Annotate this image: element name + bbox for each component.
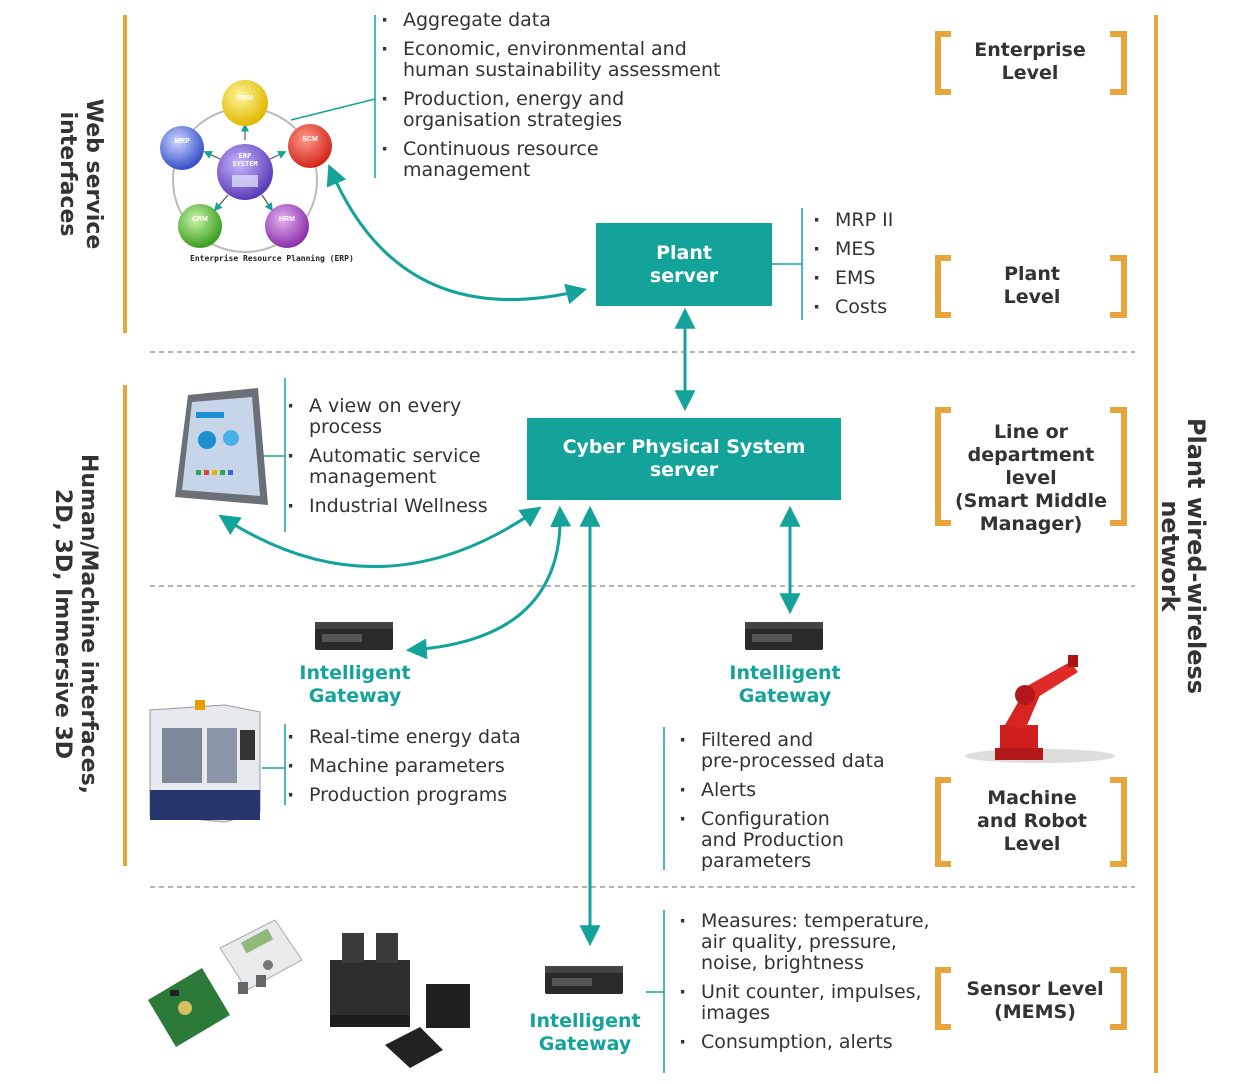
list-item: Unit counter, impulses, images xyxy=(675,982,945,1024)
sensor-bullets-bracket xyxy=(646,910,665,1073)
list-item: Filtered and pre-processed data xyxy=(675,730,915,772)
list-item: MRP II xyxy=(809,210,929,232)
hmi-label: Human/Machine interfaces, 2D, 3D, Immers… xyxy=(50,453,101,795)
line-level-label: Line or department level (Smart Middle M… xyxy=(954,421,1108,535)
plant-server-box: Plant server xyxy=(596,223,772,306)
machine-right-bullets: Filtered and pre-processed data Alerts C… xyxy=(675,730,915,880)
list-item: Aggregate data xyxy=(377,10,757,32)
enterprise-bullets: Aggregate data Economic, environmental a… xyxy=(377,10,757,189)
list-item: Measures: temperature, air quality, pres… xyxy=(675,911,945,974)
machine-bracket xyxy=(935,777,1127,867)
list-item: Configuration and Production parameters xyxy=(675,809,915,872)
gateway-label-left: Intelligent Gateway xyxy=(299,662,411,707)
cps-gateway-left-arrow xyxy=(405,505,572,660)
line-bullets-bracket xyxy=(262,378,286,532)
plant-level-label: Plant Level xyxy=(1003,263,1061,308)
list-item: EMS xyxy=(809,268,929,290)
gateway-device-right xyxy=(745,622,823,650)
machine-level-label: Machine and Robot Level xyxy=(977,787,1087,855)
list-item: Production programs xyxy=(283,785,543,807)
gateway-device-left xyxy=(315,622,393,650)
cps-server-box: Cyber Physical System server xyxy=(527,418,841,500)
erp-diagram-illustration: PRM SCM HRM CRM MRP xyxy=(160,80,332,253)
mrp-ball xyxy=(160,126,204,170)
list-item: Production, energy and organisation stra… xyxy=(377,89,757,131)
plant-bracket xyxy=(935,255,1127,318)
line-bracket xyxy=(935,407,1127,526)
erp-module-label: MRP xyxy=(174,138,190,145)
web-service-label: Web service interfaces xyxy=(55,98,106,250)
gateway-label-bottom: Intelligent Gateway xyxy=(529,1010,641,1055)
crm-ball xyxy=(178,204,222,248)
network-label: Plant wired-wireless network xyxy=(1156,417,1210,695)
list-item: Automatic service management xyxy=(283,446,523,488)
gateway-device-bottom xyxy=(545,966,623,994)
sensor-box-illustration xyxy=(219,919,303,994)
scm-ball xyxy=(288,124,332,168)
sensor-module-illustration xyxy=(330,933,410,1027)
enterprise-bracket xyxy=(935,31,1127,95)
list-item: Costs xyxy=(809,297,929,319)
erp-module-label: SCM xyxy=(302,136,318,143)
hrm-ball xyxy=(265,204,309,248)
erp-module-label: CRM xyxy=(192,216,208,223)
list-item: MES xyxy=(809,239,929,261)
sensor-level-label: Sensor Level (MEMS) xyxy=(966,978,1104,1023)
sensor-bullets: Measures: temperature, air quality, pres… xyxy=(675,911,945,1061)
erp-center-label: ERP SYSTEM xyxy=(232,152,258,168)
gateway-label-right: Intelligent Gateway xyxy=(729,662,841,707)
machine-left-bullets-bracket xyxy=(262,724,286,805)
sensor-small-illustration xyxy=(385,984,470,1068)
cnc-machine-illustration xyxy=(149,700,261,823)
list-item: Continuous resource management xyxy=(377,139,757,181)
list-item: Alerts xyxy=(675,780,915,802)
enterprise-level-label: Enterprise Level xyxy=(974,39,1086,84)
list-item: Real-time energy data xyxy=(283,727,543,749)
list-item: A view on every process xyxy=(283,396,523,438)
machine-left-bullets: Real-time energy data Machine parameters… xyxy=(283,727,543,814)
plant-bullets-bracket xyxy=(772,208,803,320)
sensor-board-illustration xyxy=(148,968,230,1047)
hmi-panel-illustration xyxy=(175,388,268,505)
enterprise-bullets-bracket xyxy=(290,15,376,178)
plant-bullets: MRP II MES EMS Costs xyxy=(809,210,929,326)
erp-module-label: PRM xyxy=(237,95,253,102)
list-item: Machine parameters xyxy=(283,756,543,778)
list-item: Industrial Wellness xyxy=(283,496,523,518)
erp-center-ball xyxy=(217,144,273,200)
erp-caption: Enterprise Resource Planning (ERP) xyxy=(190,254,354,263)
prm-ball xyxy=(222,80,268,126)
robot-illustration xyxy=(965,655,1115,763)
list-item: Consumption, alerts xyxy=(675,1032,945,1054)
list-item: Economic, environmental and human sustai… xyxy=(377,39,757,81)
erp-module-label: HRM xyxy=(279,216,295,223)
erp-plant-arrow xyxy=(326,164,588,305)
line-bullets: A view on every process Automatic servic… xyxy=(283,396,523,525)
